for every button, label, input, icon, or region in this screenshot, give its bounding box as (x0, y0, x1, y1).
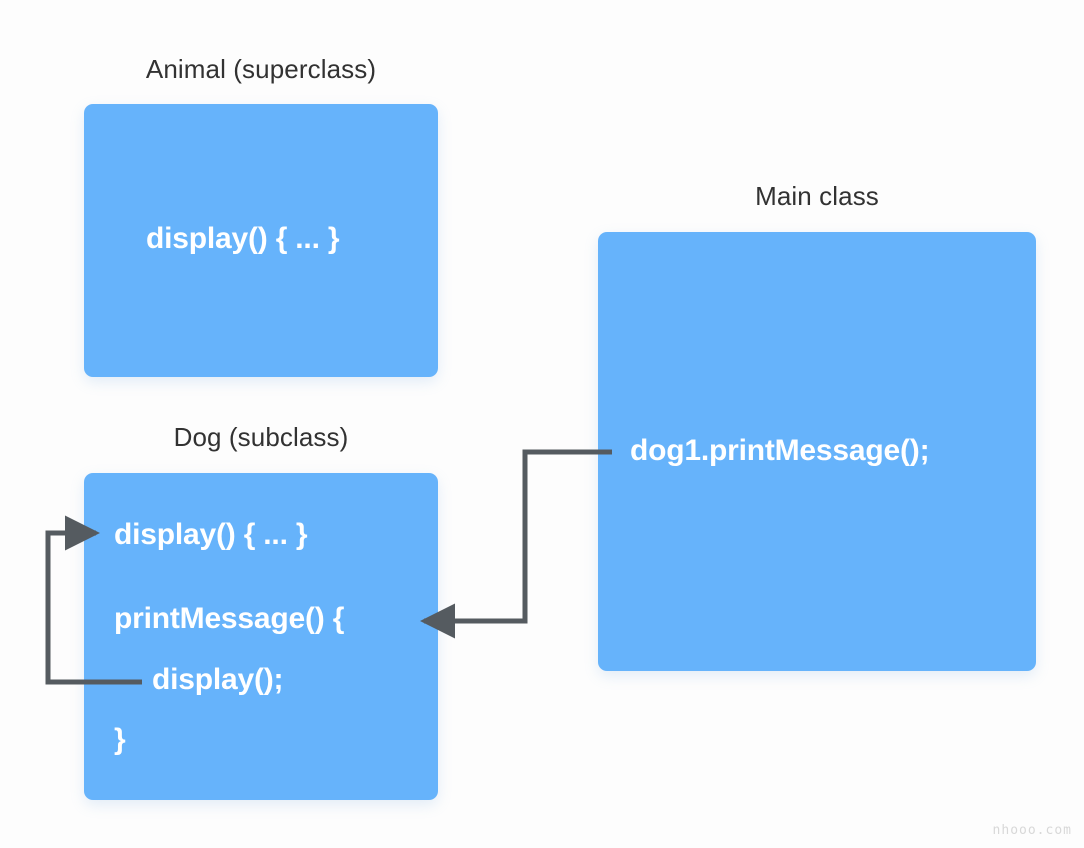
main-class-box (598, 232, 1036, 671)
main-class-caption: Main class (755, 181, 879, 211)
animal-display-method: display() { ... } (146, 222, 340, 255)
dog-class-box (84, 473, 438, 800)
dog-closing-brace: } (114, 723, 126, 756)
dog-display-call: display(); (152, 663, 284, 696)
dog-display-method: display() { ... } (114, 518, 308, 551)
connector-main-to-printmessage (419, 449, 612, 639)
dog-printmessage-method: printMessage() { (114, 602, 345, 635)
site-watermark: nhooo.com (992, 823, 1072, 838)
dog-class-caption: Dog (subclass) (173, 422, 349, 452)
main-printmessage-call: dog1.printMessage(); (630, 434, 930, 467)
animal-class-caption: Animal (superclass) (145, 54, 377, 84)
animal-class-box (84, 104, 438, 377)
